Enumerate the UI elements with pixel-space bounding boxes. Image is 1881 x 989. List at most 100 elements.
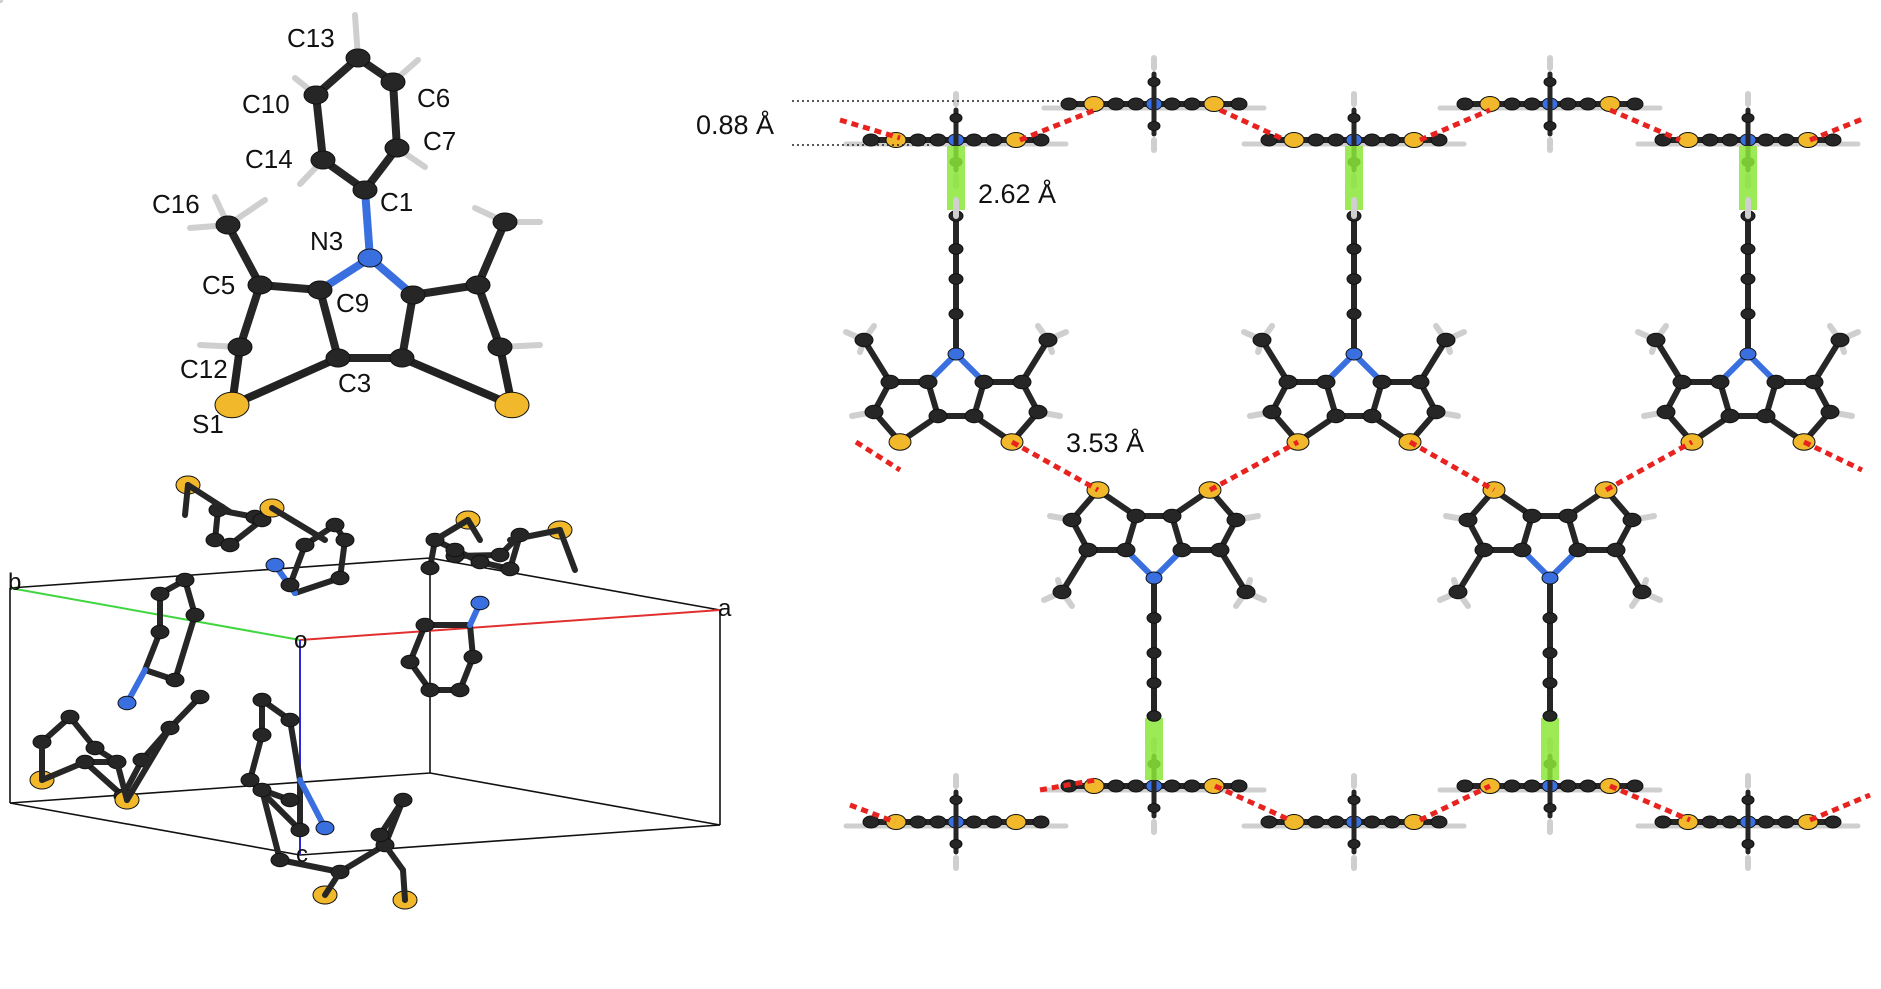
s-s-contact-line xyxy=(1218,107,1287,143)
bond xyxy=(259,787,283,863)
bond xyxy=(1811,337,1843,385)
carbon-atom xyxy=(1543,121,1557,131)
carbon-atom xyxy=(1632,584,1652,600)
sulfur-atom xyxy=(885,814,907,830)
carbon-atom xyxy=(1327,133,1345,147)
carbon-atom xyxy=(1028,404,1048,420)
carbon-atom xyxy=(1626,779,1644,793)
carbon-atom xyxy=(1347,839,1361,849)
atom-label-c5: C5 xyxy=(202,270,235,300)
bond xyxy=(1019,337,1051,385)
atom-labels: C13 C10 C6 C14 C7 C16 C1 N3 C5 C9 C12 C3… xyxy=(152,23,456,439)
carbon-atom xyxy=(1766,374,1786,390)
bond xyxy=(507,527,563,543)
carbon-atom xyxy=(1622,512,1642,528)
carbon-atom xyxy=(420,560,440,576)
carbon-atom xyxy=(1512,542,1532,558)
carbon-atom xyxy=(1456,97,1474,111)
unit-cell-edge xyxy=(299,824,721,856)
carbon-atom xyxy=(948,243,964,255)
carbon-atom xyxy=(1740,308,1756,320)
carbon-atom xyxy=(1777,133,1795,147)
atom-label-c14: C14 xyxy=(245,144,293,174)
axis-b-line xyxy=(9,587,301,641)
carbon-atom xyxy=(310,150,336,170)
distance-label-3-53: 3.53 Å xyxy=(1066,427,1144,458)
axis-label-b: b xyxy=(8,569,21,596)
carbon-atom xyxy=(1741,113,1755,123)
carbon-atom xyxy=(1127,97,1145,111)
carbon-atom xyxy=(150,586,170,602)
carbon-atom xyxy=(1146,710,1162,722)
carbon-atom xyxy=(185,607,205,623)
carbon-atom xyxy=(862,815,880,829)
carbon-atom xyxy=(295,537,315,553)
bond xyxy=(185,482,233,515)
carbon-atom xyxy=(252,782,272,798)
bond xyxy=(312,91,327,164)
s-s-contact-line xyxy=(1418,783,1492,823)
carbon-atom xyxy=(1672,374,1692,390)
carbon-atom xyxy=(1147,121,1161,131)
carbon-atom xyxy=(400,654,420,670)
s-s-contact-line xyxy=(854,439,902,473)
bond xyxy=(316,286,342,362)
carbon-atom xyxy=(345,48,371,68)
carbon-atom xyxy=(1721,815,1739,829)
carbon-atom xyxy=(1436,332,1456,348)
atom-label-c12: C12 xyxy=(180,354,228,384)
unit-cell-edge xyxy=(9,772,431,804)
carbon-atom xyxy=(1230,779,1248,793)
molecule-ortep-panel xyxy=(187,12,543,419)
carbon-atom xyxy=(1307,815,1325,829)
s-s-contact-line xyxy=(849,802,896,825)
carbon-atom xyxy=(380,72,406,92)
carbon-atom xyxy=(854,332,874,348)
bond xyxy=(382,842,406,873)
bond xyxy=(297,777,328,831)
atom-label-s1: S1 xyxy=(192,409,224,439)
bond xyxy=(474,218,509,289)
h-pi-contact-highlight xyxy=(1739,146,1757,210)
carbon-atom xyxy=(1503,97,1521,111)
carbon-atom xyxy=(389,348,415,368)
sulfur-atom xyxy=(1479,96,1501,112)
carbon-atom xyxy=(1757,133,1775,147)
bond xyxy=(236,281,264,351)
carbon-atom xyxy=(965,815,983,829)
s-s-contact-line xyxy=(1408,439,1496,493)
unit-cell-edge xyxy=(9,557,431,589)
bond xyxy=(269,505,328,543)
carbon-atom xyxy=(964,408,984,424)
carbon-atom xyxy=(1701,815,1719,829)
carbon-atom xyxy=(1146,647,1162,659)
carbon-atom xyxy=(1060,97,1078,111)
s-s-contact-line xyxy=(1809,792,1871,823)
nitrogen-atom xyxy=(265,557,285,573)
sulfur-atom xyxy=(1203,96,1225,112)
bond xyxy=(82,759,126,799)
carbon-atom xyxy=(330,570,350,586)
s-s-contact-line xyxy=(1419,107,1491,143)
distance-label-2-62: 2.62 Å xyxy=(978,178,1056,209)
carbon-atom xyxy=(1820,404,1840,420)
carbon-atom xyxy=(85,740,105,756)
distance-label-0-88: 0.88 Å xyxy=(696,109,774,140)
carbon-atom xyxy=(490,547,510,563)
carbon-atom xyxy=(1804,374,1824,390)
atom-label-c10: C10 xyxy=(242,89,290,119)
carbon-atom xyxy=(1252,332,1272,348)
carbon-atom xyxy=(445,542,465,558)
carbon-atom xyxy=(1210,542,1230,558)
atom-label-c3: C3 xyxy=(338,368,371,398)
atom-label-c13: C13 xyxy=(287,23,335,53)
carbon-atom xyxy=(1107,779,1125,793)
carbon-atom xyxy=(1523,779,1541,793)
bond xyxy=(1455,547,1487,595)
carbon-atom xyxy=(1260,815,1278,829)
carbon-atom xyxy=(1456,779,1474,793)
carbon-atom xyxy=(175,572,195,588)
carbon-atom xyxy=(1448,584,1468,600)
nitrogen-atom xyxy=(117,695,137,711)
carbon-atom xyxy=(1542,612,1558,624)
